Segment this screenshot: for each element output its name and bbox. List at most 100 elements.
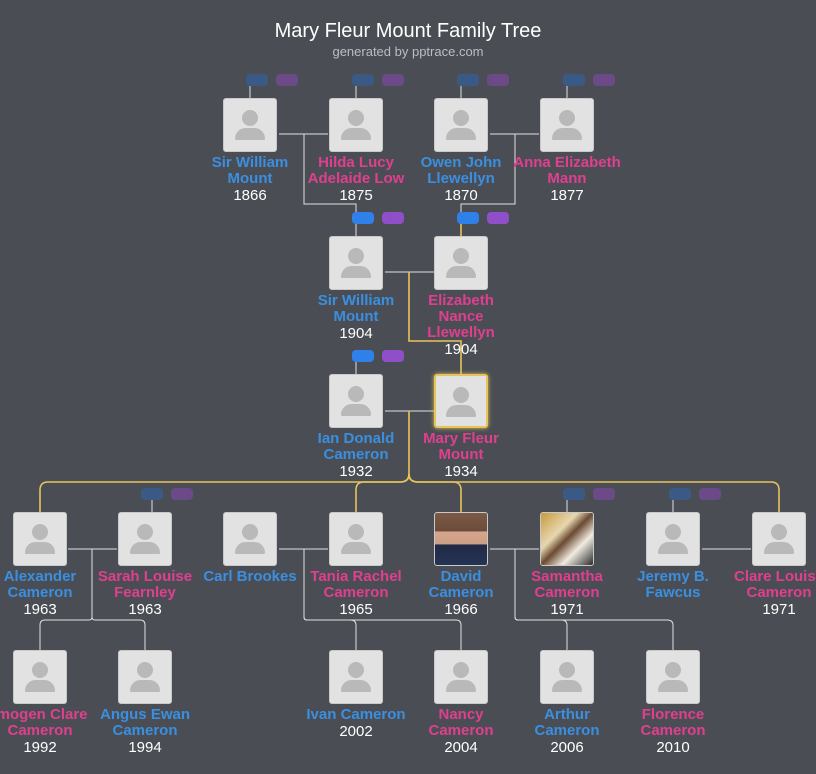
person-name: Florence Cameron <box>640 706 706 739</box>
expand-mother-icon[interactable] <box>382 74 404 86</box>
expand-father-icon[interactable] <box>352 74 374 86</box>
person-card[interactable]: Clare Louise Cameron 1971 <box>724 512 816 618</box>
person-year: 1866 <box>233 187 267 204</box>
person-name: David Cameron <box>428 568 494 601</box>
expand-mother-icon[interactable] <box>171 488 193 500</box>
person-name: Sir William Mount <box>211 154 289 187</box>
person-card[interactable]: Ivan Cameron 2002 <box>301 650 411 740</box>
expand-mother-icon[interactable] <box>487 212 509 224</box>
person-name: Sir William Mount <box>317 292 395 325</box>
person-silhouette-icon <box>540 98 594 152</box>
person-silhouette-icon <box>329 236 383 290</box>
expand-father-icon[interactable] <box>141 488 163 500</box>
person-silhouette-icon <box>646 512 700 566</box>
expand-father-icon[interactable] <box>669 488 691 500</box>
person-name: Samantha Cameron <box>531 568 603 601</box>
person-silhouette-icon <box>223 98 277 152</box>
expand-father-icon[interactable] <box>246 74 268 86</box>
page-title: Mary Fleur Mount Family Tree <box>274 20 542 42</box>
person-year: 1934 <box>444 463 478 480</box>
person-year: 1877 <box>550 187 584 204</box>
expand-mother-icon[interactable] <box>276 74 298 86</box>
person-year: 1904 <box>444 341 478 358</box>
person-card[interactable]: Carl Brookes <box>195 512 305 585</box>
person-silhouette-icon <box>329 512 383 566</box>
person-name: Hilda Lucy Adelaide Low <box>307 154 405 187</box>
person-name: Arthur Cameron <box>534 706 600 739</box>
person-silhouette-icon <box>434 98 488 152</box>
person-silhouette-icon <box>329 98 383 152</box>
expand-father-icon[interactable] <box>352 350 374 362</box>
person-name: Ian Donald Cameron <box>317 430 395 463</box>
expand-mother-icon[interactable] <box>382 212 404 224</box>
person-year: 1971 <box>550 601 584 618</box>
person-name: Elizabeth Nance Llewellyn <box>427 292 495 341</box>
person-silhouette-icon <box>329 374 383 428</box>
person-card[interactable]: Sarah Louise Fearnley 1963 <box>90 512 200 618</box>
person-name: Tania Rachel Cameron <box>310 568 402 601</box>
person-year: 1963 <box>23 601 57 618</box>
person-card[interactable]: Sir William Mount 1904 <box>301 236 411 342</box>
person-card[interactable]: David Cameron 1966 <box>406 512 516 618</box>
person-year: 2006 <box>550 739 584 756</box>
person-card[interactable]: Samantha Cameron 1971 <box>512 512 622 618</box>
expand-mother-icon[interactable] <box>593 488 615 500</box>
person-name: Clare Louise Cameron <box>733 568 816 601</box>
person-card[interactable]: Hilda Lucy Adelaide Low 1875 <box>301 98 411 204</box>
focus-person-card[interactable]: Mary Fleur Mount 1934 <box>406 374 516 480</box>
expand-father-icon[interactable] <box>563 488 585 500</box>
person-name: Sarah Louise Fearnley <box>97 568 193 601</box>
person-silhouette-icon <box>118 650 172 704</box>
person-name: Nancy Cameron <box>428 706 494 739</box>
person-name: Mary Fleur Mount <box>423 430 499 463</box>
expand-mother-icon[interactable] <box>487 74 509 86</box>
person-silhouette-icon <box>13 650 67 704</box>
person-card[interactable]: Jeremy B. Fawcus <box>618 512 728 601</box>
person-year: 1875 <box>339 187 373 204</box>
person-card[interactable]: Florence Cameron 2010 <box>618 650 728 756</box>
person-name: Carl Brookes <box>203 568 297 585</box>
person-photo <box>434 512 488 566</box>
person-name: Owen John Llewellyn <box>420 154 502 187</box>
person-card[interactable]: Tania Rachel Cameron 1965 <box>301 512 411 618</box>
person-name: Ivan Cameron <box>306 706 406 723</box>
person-name: Alexander Cameron <box>3 568 77 601</box>
person-card[interactable]: Nancy Cameron 2004 <box>406 650 516 756</box>
person-year: 2010 <box>656 739 690 756</box>
person-card[interactable]: Owen John Llewellyn 1870 <box>406 98 516 204</box>
person-year: 1904 <box>339 325 373 342</box>
person-year: 1965 <box>339 601 373 618</box>
person-silhouette-icon <box>329 650 383 704</box>
person-year: 1992 <box>23 739 57 756</box>
person-year: 1966 <box>444 601 478 618</box>
expand-father-icon[interactable] <box>352 212 374 224</box>
person-silhouette-icon <box>434 236 488 290</box>
person-silhouette-icon <box>118 512 172 566</box>
expand-mother-icon[interactable] <box>699 488 721 500</box>
person-name: Angus Ewan Cameron <box>99 706 190 739</box>
person-silhouette-icon <box>223 512 277 566</box>
expand-father-icon[interactable] <box>563 74 585 86</box>
person-card[interactable]: Elizabeth Nance Llewellyn 1904 <box>406 236 516 358</box>
person-year: 2004 <box>444 739 478 756</box>
person-year: 1870 <box>444 187 478 204</box>
person-card[interactable]: Ian Donald Cameron 1932 <box>301 374 411 480</box>
person-card[interactable]: Arthur Cameron 2006 <box>512 650 622 756</box>
expand-father-icon[interactable] <box>457 74 479 86</box>
person-photo <box>540 512 594 566</box>
person-card[interactable]: Alexander Cameron 1963 <box>0 512 95 618</box>
person-card[interactable]: Anna Elizabeth Mann 1877 <box>512 98 622 204</box>
person-silhouette-icon <box>752 512 806 566</box>
person-name: Imogen Clare Cameron <box>0 706 88 739</box>
person-name: Anna Elizabeth Mann <box>513 154 621 187</box>
person-silhouette-icon <box>434 374 488 428</box>
page-subtitle: generated by pptrace.com <box>332 44 484 59</box>
expand-mother-icon[interactable] <box>382 350 404 362</box>
person-card[interactable]: Angus Ewan Cameron 1994 <box>90 650 200 756</box>
person-card[interactable]: Sir William Mount 1866 <box>195 98 305 204</box>
person-year: 1963 <box>128 601 162 618</box>
expand-mother-icon[interactable] <box>593 74 615 86</box>
person-silhouette-icon <box>13 512 67 566</box>
person-card[interactable]: Imogen Clare Cameron 1992 <box>0 650 95 756</box>
expand-father-icon[interactable] <box>457 212 479 224</box>
